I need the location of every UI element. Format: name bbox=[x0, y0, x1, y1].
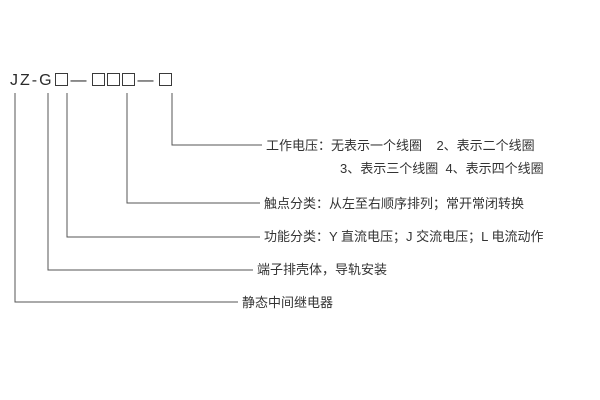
label-function-classification: 功能分类：Y 直流电压；J 交流电压；L 电流动作 bbox=[264, 229, 544, 244]
label-contact-classification: 触点分类：从左至右顺序排列；常开常闭转换 bbox=[264, 196, 525, 211]
line-contact bbox=[126, 93, 260, 204]
line-relay bbox=[14, 93, 238, 303]
label-terminal-housing: 端子排壳体，导轨安装 bbox=[257, 262, 388, 277]
contact-box-1 bbox=[91, 73, 105, 86]
model-code: JZ-G — — bbox=[10, 72, 173, 90]
line-terminal bbox=[47, 93, 253, 271]
function-box bbox=[54, 73, 68, 86]
model-prefix: JZ-G bbox=[10, 72, 54, 89]
contact-box-2 bbox=[106, 73, 120, 86]
label-static-relay: 静态中间继电器 bbox=[242, 295, 334, 310]
line-voltage bbox=[171, 93, 262, 146]
voltage-box bbox=[158, 73, 172, 86]
line-function bbox=[66, 93, 260, 238]
contact-box-3 bbox=[121, 73, 135, 86]
label-working-voltage-line1: 工作电压：无表示一个线圈 2、表示二个线圈 bbox=[266, 138, 535, 153]
dash: — bbox=[70, 72, 89, 89]
dash: — bbox=[137, 72, 156, 89]
label-working-voltage-line2: 3、表示三个线圈 4、表示四个线圈 bbox=[340, 161, 544, 176]
